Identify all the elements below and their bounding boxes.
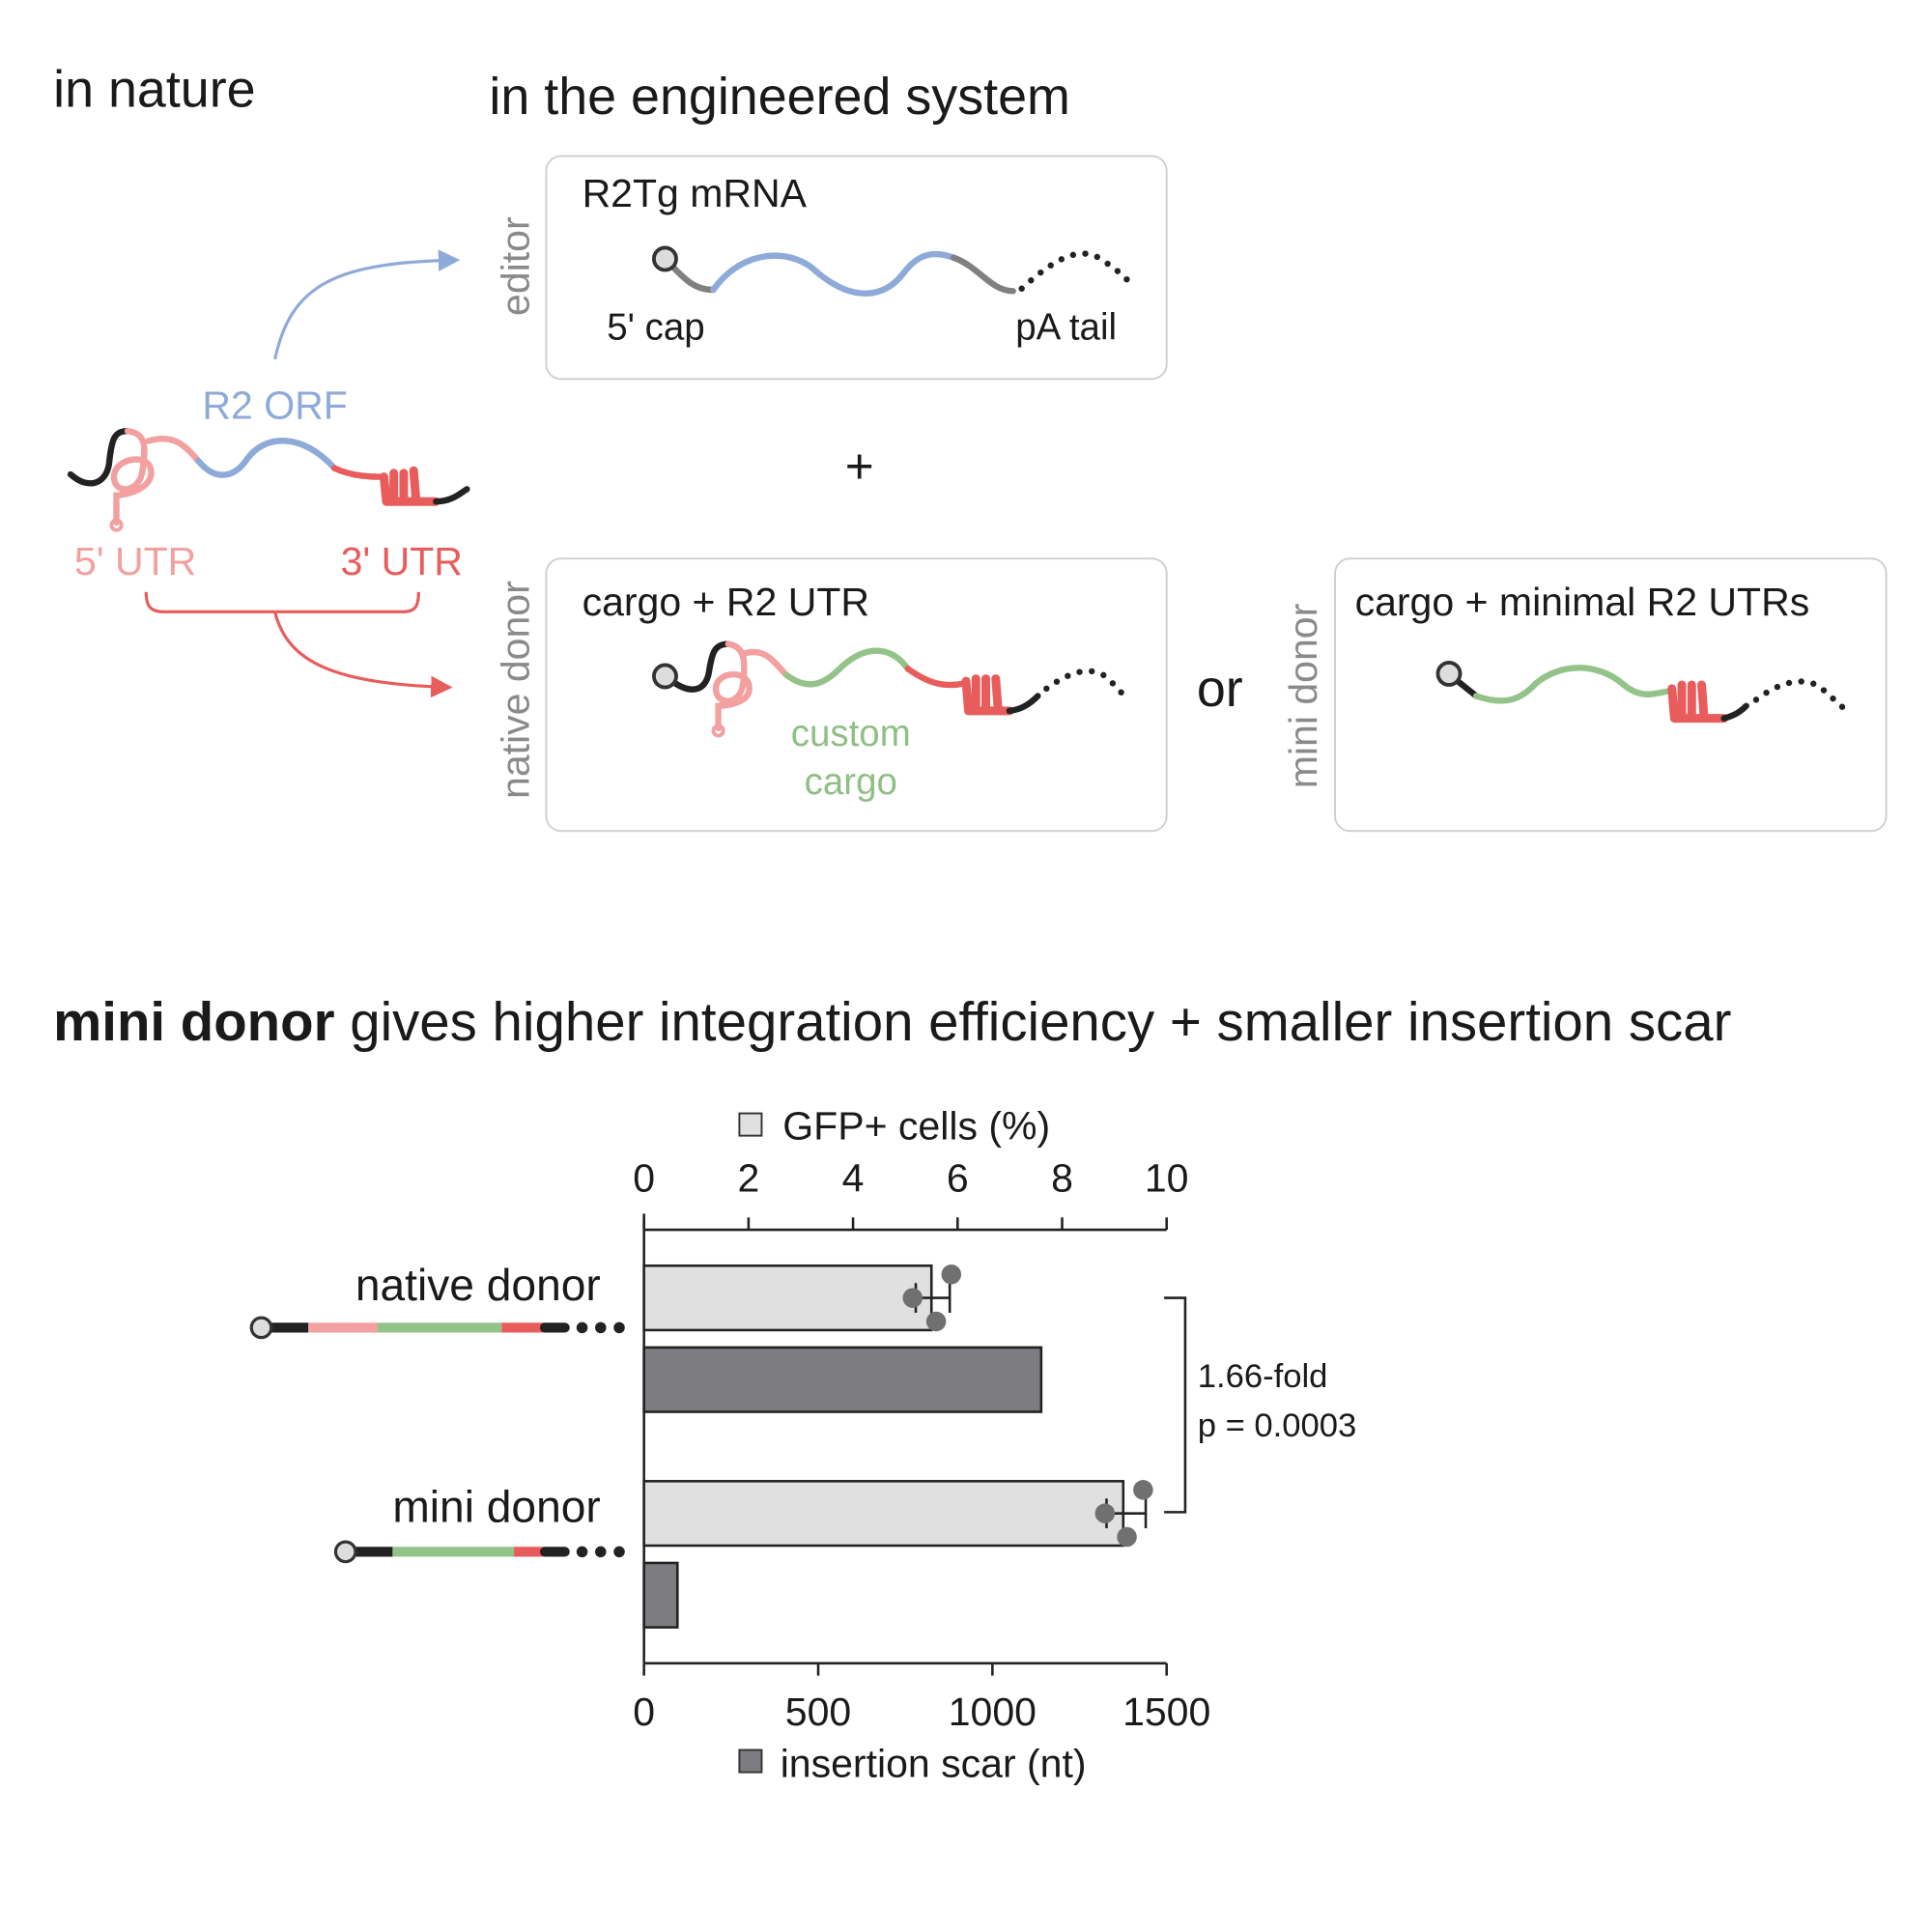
scar-bar: [642, 1346, 1043, 1413]
replicate-point: [902, 1288, 923, 1308]
native-donor-side-label: native donor: [493, 581, 537, 799]
plus-sign: +: [845, 439, 874, 494]
top-axis-tick-label: 4: [842, 1155, 865, 1200]
bottom-axis-tick-label: 1500: [1122, 1690, 1210, 1734]
cap-icon: [652, 245, 678, 272]
cap-icon: [333, 1540, 357, 1564]
replicate-point: [1133, 1480, 1153, 1500]
category-label-mini: mini donor: [392, 1482, 600, 1532]
bottom-axis-tick-label: 500: [785, 1690, 851, 1734]
native-donor-title: cargo + R2 UTR: [582, 580, 869, 624]
cap-label: 5' cap: [607, 306, 704, 348]
mini-donor-diagram: [1435, 660, 1849, 724]
utr-arrow: [273, 611, 453, 698]
in-nature-title: in nature: [53, 60, 255, 118]
mrna-diagram: [652, 245, 1137, 297]
bar-chart: GFP+ cells (%) insertion scar (nt) nativ…: [249, 1103, 1357, 1786]
headline-bold: mini donor: [53, 991, 334, 1052]
fold-change-label: 1.66-fold: [1198, 1358, 1328, 1395]
cap-icon: [652, 663, 678, 690]
top-axis-tick-label: 6: [947, 1155, 969, 1200]
top-axis-tick-label: 10: [1145, 1155, 1189, 1200]
utr-bracket: [144, 591, 420, 613]
editor-side-label: editor: [493, 216, 537, 316]
gfp-bar: [642, 1264, 933, 1332]
editor-box: [545, 155, 1168, 381]
headline: mini donor gives higher integration effi…: [53, 991, 1731, 1052]
natural-r2-rna-diagram: [67, 427, 470, 532]
native-donor-diagram: [652, 640, 1128, 738]
top-axis-tick-label: 2: [737, 1155, 759, 1200]
custom-cargo-label-line1: custom: [791, 713, 911, 754]
cap-icon: [1435, 660, 1463, 687]
bottom-axis-tick-label: 0: [633, 1690, 655, 1734]
mini-donor-title: cargo + minimal R2 UTRs: [1355, 580, 1810, 624]
custom-cargo-label-line2: cargo: [805, 761, 897, 803]
mini-donor-side-label: mini donor: [1281, 604, 1325, 789]
p-value-label: p = 0.0003: [1198, 1407, 1357, 1444]
r2-orf-label: R2 ORF: [202, 383, 347, 427]
bottom-axis-tick-label: 1000: [949, 1690, 1037, 1734]
orf-arrow: [273, 249, 461, 360]
replicate-point: [941, 1264, 962, 1285]
cap-icon: [249, 1316, 273, 1340]
mini-donor-box: [1334, 557, 1888, 833]
replicate-point: [1117, 1526, 1137, 1548]
utr3-label: 3' UTR: [341, 539, 463, 583]
mini-donor-linear-diagram: [333, 1540, 625, 1564]
category-label-native: native donor: [355, 1260, 601, 1310]
gfp-bar: [642, 1480, 1125, 1548]
replicate-point: [925, 1311, 947, 1332]
editor-title: R2Tg mRNA: [582, 171, 808, 215]
scar-bar: [642, 1561, 679, 1629]
top-axis-tick-label: 0: [633, 1155, 655, 1200]
or-label: or: [1197, 660, 1243, 718]
tail-label: pA tail: [1015, 306, 1117, 348]
engineered-system-title: in the engineered system: [489, 68, 1069, 126]
native-donor-linear-diagram: [249, 1316, 625, 1340]
utr5-label: 5' UTR: [74, 539, 196, 583]
significance-bracket: [1164, 1296, 1187, 1514]
native-donor-box: [545, 557, 1168, 833]
top-axis-tick-label: 8: [1051, 1155, 1073, 1200]
scar-legend-label: insertion scar (nt): [781, 1742, 1087, 1786]
scar-legend-swatch: [738, 1748, 763, 1774]
gfp-legend-swatch: [738, 1112, 763, 1137]
headline-rest: gives higher integration efficiency + sm…: [335, 991, 1732, 1052]
gfp-legend-label: GFP+ cells (%): [782, 1103, 1050, 1148]
replicate-point: [1094, 1503, 1116, 1523]
